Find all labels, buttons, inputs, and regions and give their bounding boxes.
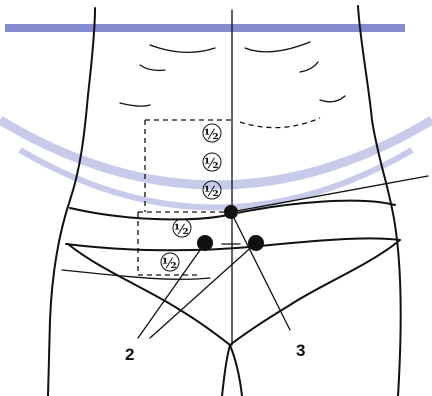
svg-text:½: ½ <box>204 127 219 143</box>
svg-text:½: ½ <box>204 156 219 172</box>
svg-text:½: ½ <box>204 184 219 200</box>
label-2: 2 <box>125 345 134 364</box>
marker-4: ½ <box>173 219 191 238</box>
label-3: 3 <box>296 341 305 360</box>
marker-3: ½ <box>203 181 221 200</box>
watermark-bar <box>5 24 405 32</box>
marker-1: ½ <box>203 124 221 143</box>
svg-text:½: ½ <box>162 256 177 272</box>
marker-2: ½ <box>203 153 221 172</box>
navel-arc <box>240 118 320 128</box>
svg-text:½: ½ <box>174 222 189 238</box>
marker-5: ½ <box>161 253 179 272</box>
